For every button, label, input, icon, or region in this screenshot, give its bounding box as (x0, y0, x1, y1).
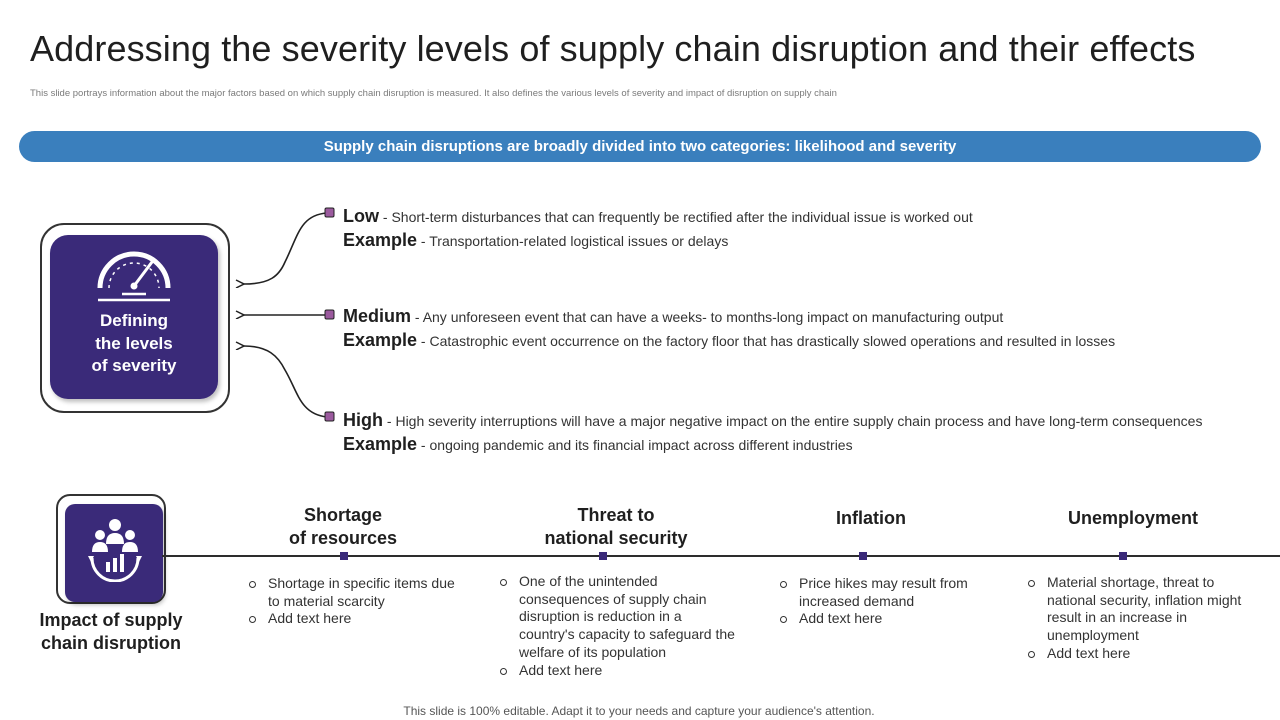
footer-note: This slide is 100% editable. Adapt it to… (403, 704, 875, 718)
impact-label-line: Impact of supply (39, 610, 183, 630)
level-name: Low (343, 206, 379, 226)
level-high: High - High severity interruptions will … (343, 410, 1203, 454)
impact-bullet: Shortage in specific items due to materi… (248, 575, 458, 610)
level-low: Low - Short-term disturbances that can f… (343, 206, 973, 250)
example-label: Example (343, 330, 418, 350)
severity-label-line: of severity (91, 356, 177, 375)
level-example: Transportation-related logistical issues… (429, 233, 729, 249)
severity-box-label: Defining the levels of severity (50, 310, 218, 378)
severity-label-line: Defining (100, 311, 168, 330)
category-title-line: national security (544, 528, 688, 548)
timeline-marker (340, 552, 348, 560)
impact-category-title: Shortage of resources (223, 504, 463, 550)
connector-low (244, 212, 328, 284)
example-label: Example (343, 434, 418, 454)
connector-high (244, 346, 328, 418)
category-title-line: Threat to (577, 505, 655, 525)
impact-category-title: Threat to national security (496, 504, 736, 550)
slide-title: Addressing the severity levels of supply… (30, 28, 1196, 69)
level-description: Any unforeseen event that can have a wee… (422, 309, 1004, 325)
level-medium: Medium - Any unforeseen event that can h… (343, 306, 1116, 350)
impact-bullet: Add text here (779, 610, 989, 628)
level-description: High severity interruptions will have a … (395, 413, 1203, 429)
timeline-marker (1119, 552, 1127, 560)
impact-category-title: Inflation (751, 507, 991, 530)
impact-bullet: Add text here (499, 662, 739, 680)
impact-label-line: chain disruption (40, 633, 181, 653)
level-description: Short-term disturbances that can frequen… (391, 209, 973, 225)
impact-bullets-unemployment: Material shortage, threat to national se… (1027, 574, 1249, 663)
level-example: Catastrophic event occurrence on the fac… (429, 333, 1116, 349)
severity-box (50, 235, 218, 399)
impact-bullet: Material shortage, threat to national se… (1027, 574, 1249, 645)
impact-bullets-inflation: Price hikes may result from increased de… (779, 575, 989, 628)
level-example: ongoing pandemic and its financial impac… (429, 437, 853, 453)
impact-bullet: One of the unintended consequences of su… (499, 573, 739, 662)
severity-label-line: the levels (95, 333, 173, 353)
timeline-marker (859, 552, 867, 560)
timeline-marker (599, 552, 607, 560)
impact-bullet: Add text here (248, 610, 458, 628)
example-label: Example (343, 230, 418, 250)
category-title-line: Shortage (303, 505, 382, 525)
category-title-line: Inflation (836, 508, 906, 528)
impact-box-frame (56, 494, 166, 604)
level-name: High (343, 410, 383, 430)
slide-subtitle: This slide portrays information about th… (30, 88, 837, 99)
category-title-line: of resources (288, 528, 398, 548)
marker-low (324, 207, 335, 218)
category-banner: Supply chain disruptions are broadly div… (19, 131, 1261, 162)
marker-medium (324, 309, 335, 320)
impact-bullets-shortage: Shortage in specific items due to materi… (248, 575, 458, 628)
impact-timeline (162, 555, 1280, 557)
impact-box-label: Impact of supply chain disruption (20, 609, 202, 655)
impact-bullets-threat: One of the unintended consequences of su… (499, 573, 739, 679)
impact-bullet: Price hikes may result from increased de… (779, 575, 989, 610)
impact-category-title: Unemployment (1013, 507, 1253, 530)
category-title-line: Unemployment (1067, 508, 1199, 528)
marker-high (324, 411, 335, 422)
level-name: Medium (343, 306, 412, 326)
people-chart-icon (88, 519, 142, 582)
impact-bullet: Add text here (1027, 645, 1249, 663)
severity-box-frame (40, 223, 230, 413)
gauge-icon (97, 251, 171, 302)
